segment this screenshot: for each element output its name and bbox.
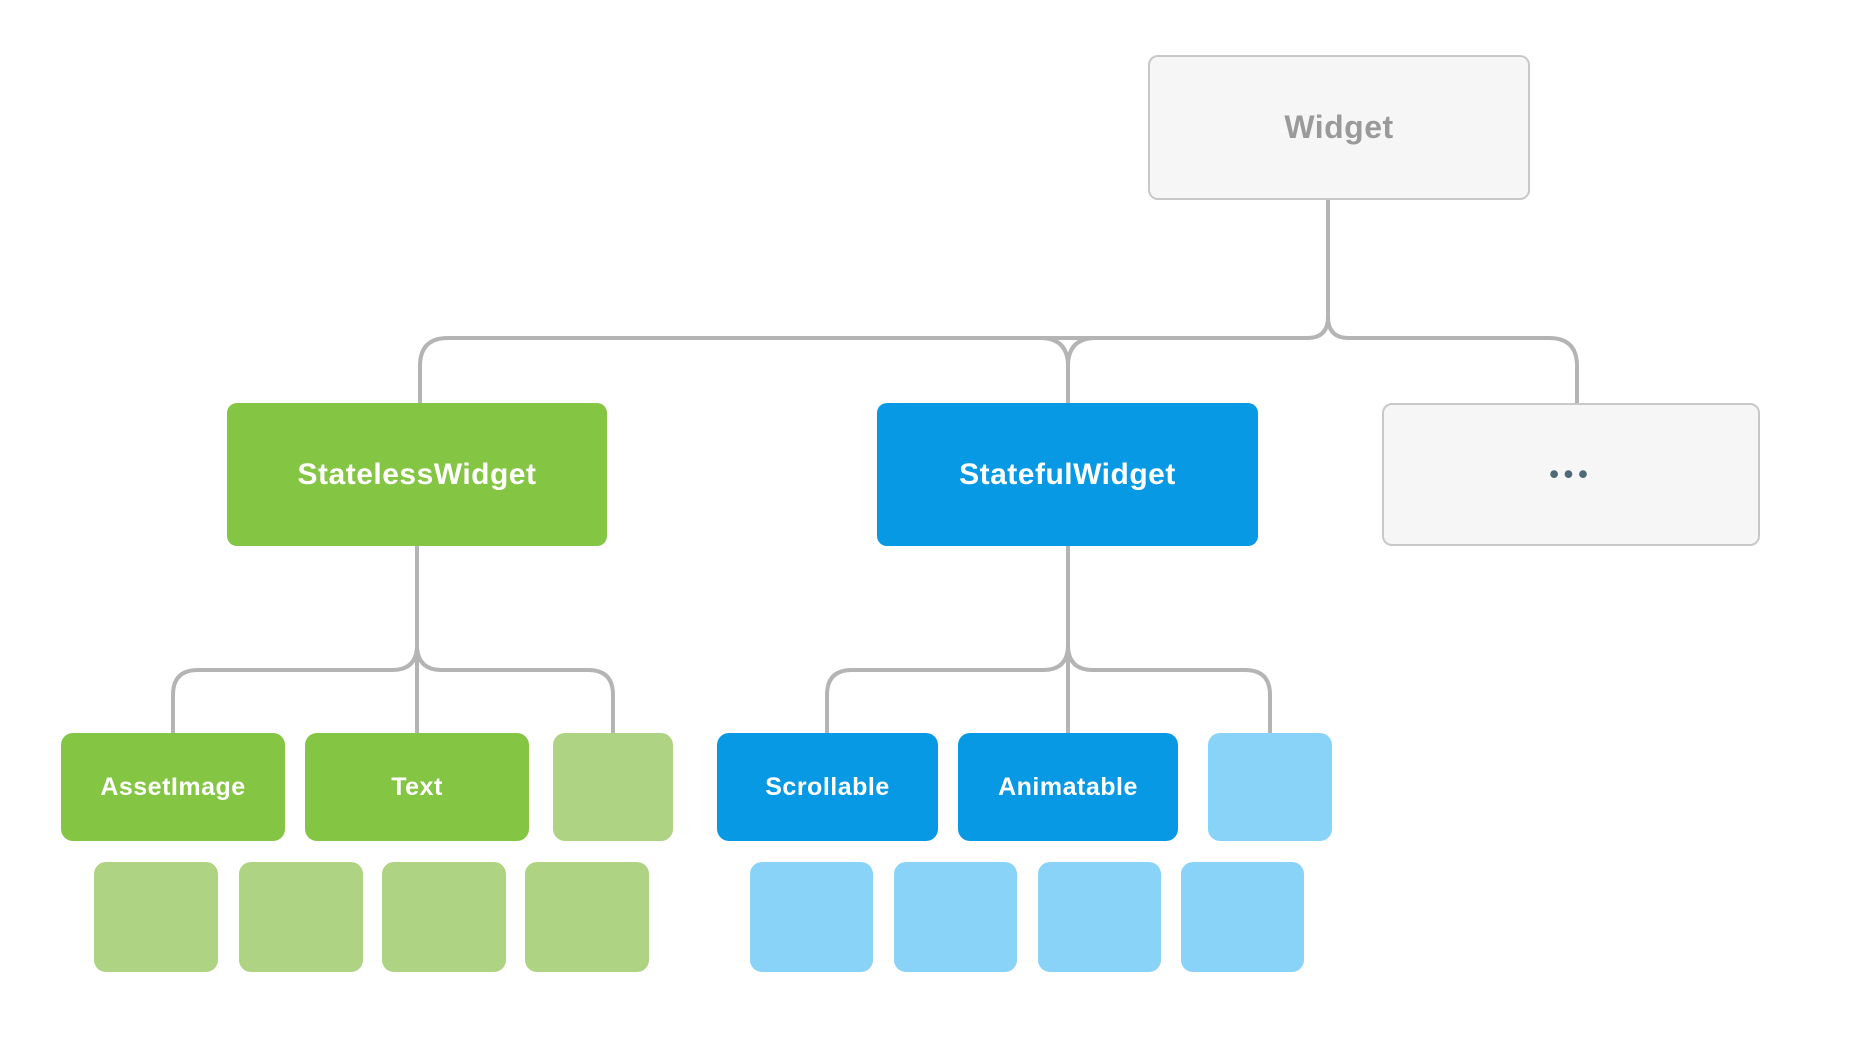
node-stateless-widget: StatelessWidget	[227, 403, 607, 546]
stateless-descendant-square-3	[382, 862, 506, 972]
node-unlabeled-stateful-child	[1208, 733, 1332, 841]
node-asset-image-label: AssetImage	[100, 772, 246, 801]
node-more-widgets: •••	[1382, 403, 1760, 546]
node-stateless-widget-label: StatelessWidget	[297, 457, 537, 491]
node-text-label: Text	[391, 772, 443, 801]
node-animatable: Animatable	[958, 733, 1178, 841]
ellipsis-dots-icon: •••	[1549, 459, 1593, 489]
stateful-descendant-square-3	[1038, 862, 1161, 972]
node-widget-label: Widget	[1284, 109, 1394, 145]
stateless-descendant-square-2	[239, 862, 363, 972]
stateful-descendant-square-2	[894, 862, 1017, 972]
connector-stateful-left-arm	[825, 643, 1070, 735]
node-scrollable: Scrollable	[717, 733, 938, 841]
stateful-descendant-square-4	[1181, 862, 1304, 972]
connector-stateful-right-arm	[1066, 643, 1272, 735]
node-stateful-widget-label: StatefulWidget	[959, 457, 1176, 491]
connector-stateless-left-arm	[171, 643, 419, 735]
stateful-descendant-square-1	[750, 862, 873, 972]
connector-root-right-arm	[1326, 315, 1579, 405]
node-animatable-label: Animatable	[998, 772, 1138, 801]
connector-stateless-right-arm	[415, 643, 615, 735]
connector-root-middle-drop-right-fillet	[1066, 336, 1098, 405]
node-widget: Widget	[1148, 55, 1530, 200]
connector-root-left-arm	[418, 315, 1330, 405]
stateless-descendant-square-4	[525, 862, 649, 972]
node-text: Text	[305, 733, 529, 841]
node-stateful-widget: StatefulWidget	[877, 403, 1258, 546]
stateless-descendant-square-1	[94, 862, 218, 972]
node-unlabeled-stateless-child	[553, 733, 673, 841]
node-asset-image: AssetImage	[61, 733, 285, 841]
connector-root-middle-drop-left-fillet	[1038, 336, 1070, 405]
node-scrollable-label: Scrollable	[765, 772, 890, 801]
